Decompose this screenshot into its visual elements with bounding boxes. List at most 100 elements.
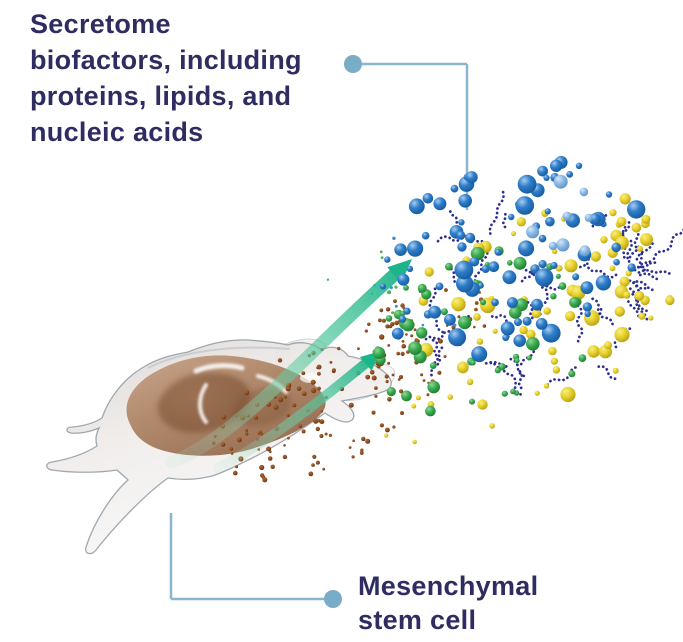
nucleic-acid-fan [626, 237, 633, 260]
lipid-sphere-yellow [543, 383, 550, 389]
biofactor-sphere-green [558, 282, 567, 290]
yellow-drip [384, 433, 389, 438]
nucleic-acid-squiggle [517, 370, 524, 391]
secreted-dot-brown [236, 437, 242, 443]
secreted-dot-brown [426, 393, 430, 397]
secreted-dot-brown [262, 477, 268, 483]
protein-sphere-blue [454, 260, 474, 280]
lipid-cluster-yellow [619, 193, 631, 205]
lipid-cluster-yellow [631, 222, 642, 233]
yellow-drip [412, 439, 417, 445]
protein-sphere-blue [584, 310, 591, 317]
lipid-sphere-yellow [565, 311, 576, 322]
lipid-cluster-yellow [609, 209, 617, 217]
secreted-dot-brown [244, 390, 250, 396]
secreted-dot-brown [365, 374, 371, 380]
secreted-dot-brown [329, 360, 333, 364]
lipid-sphere-yellow [634, 291, 645, 301]
nucleic-acid-fan [635, 280, 657, 292]
secreted-dot-brown [443, 355, 447, 358]
protein-sphere-blue [471, 346, 488, 363]
nucleic-acid-squiggle [575, 304, 584, 347]
nucleic-acid-fan [638, 272, 663, 281]
biofactor-sphere-green [568, 370, 576, 378]
nucleic-acid-fan [636, 259, 659, 269]
protein-sphere-blue [465, 232, 476, 243]
secreted-dot-brown [365, 438, 371, 444]
protein-sphere-blue [611, 242, 621, 253]
biofactor-sphere-green [470, 360, 476, 366]
label-secretome-line: proteins, lipids, and [30, 81, 292, 111]
protein-sphere-blue [444, 313, 456, 326]
secreted-dot-brown [285, 386, 291, 392]
protein-sphere-blue [518, 240, 535, 257]
lipid-sphere-yellow [552, 366, 561, 374]
sphere-light-blue [548, 241, 558, 251]
protein-sphere-blue [514, 318, 522, 327]
secreted-dot-brown [400, 411, 404, 415]
secreted-dot-brown [308, 471, 314, 477]
lipid-sphere-yellow [614, 306, 625, 317]
biofactor-sphere-green [440, 308, 448, 316]
biofactor-sphere-green [425, 405, 436, 417]
protein-sphere-blue [456, 231, 466, 240]
lipid-sphere-yellow [447, 394, 454, 400]
lipid-sphere-yellow [638, 312, 646, 320]
sphere-light-blue [584, 213, 593, 222]
secreted-dot-brown [296, 386, 302, 391]
secreted-dot-brown [260, 432, 264, 436]
protein-sphere-blue [541, 323, 561, 343]
protein-sphere-blue [435, 282, 444, 291]
secreted-dot-brown [270, 464, 275, 469]
protein-sphere-blue [433, 197, 447, 211]
protein-sphere-blue [544, 208, 551, 215]
secreted-dot-brown [422, 379, 426, 382]
secreted-dot-brown [287, 436, 290, 440]
sphere-light-blue [556, 238, 570, 252]
lipid-sphere-yellow [456, 361, 469, 374]
secreted-dot-brown [273, 404, 279, 410]
protein-sphere-blue [458, 194, 473, 208]
secreted-dot-brown [322, 467, 326, 471]
secreted-dot-brown [371, 410, 376, 415]
secreted-dot-brown [396, 351, 401, 356]
protein-sphere-blue [580, 281, 594, 295]
biofactor-sphere-green [494, 367, 501, 374]
secreted-dot-brown [367, 322, 371, 326]
protein-sphere-blue [550, 261, 558, 270]
secreted-dot-brown [320, 409, 324, 413]
secreted-dot-brown [286, 413, 290, 417]
protein-sphere-blue [491, 298, 499, 307]
label-stem-cell-line: Mesenchymal [358, 571, 539, 601]
biofactor-sphere-green [578, 354, 587, 362]
protein-sphere-blue [502, 270, 517, 285]
biofactor-sphere-green [408, 341, 422, 356]
secreted-dot-brown [405, 333, 408, 336]
nucleic-acid-squiggle [484, 360, 509, 370]
biofactor-sphere-green [372, 346, 386, 359]
secretion-arrow-long [165, 268, 401, 469]
protein-sphere-blue [448, 328, 467, 347]
secreted-dot-brown [352, 439, 355, 443]
biofactor-sphere-green [526, 355, 532, 361]
biofactor-sphere-green [385, 315, 393, 322]
sphere-light-blue [526, 225, 540, 239]
secreted-dot-brown-trail [457, 315, 461, 319]
protein-sphere-blue [406, 265, 414, 272]
protein-sphere-blue [582, 302, 593, 312]
sphere-light-blue [553, 174, 568, 189]
nucleic-acid-squiggle [540, 284, 561, 291]
secreted-dot-brown-trail [401, 343, 407, 349]
secreted-dot-brown [387, 361, 391, 365]
secretion-arrow-long-head [387, 259, 412, 283]
protein-sphere-blue [421, 231, 430, 240]
secreted-dot-brown [245, 428, 249, 432]
lipid-sphere-yellow [451, 297, 466, 312]
biofactor-sphere-green [550, 293, 557, 300]
secreted-dot-brown [259, 464, 265, 471]
protein-sphere-blue [407, 240, 424, 257]
secreted-dot-brown [406, 350, 410, 354]
secreted-dot-brown-trail [474, 301, 479, 305]
biofactor-sphere-green [501, 390, 508, 397]
